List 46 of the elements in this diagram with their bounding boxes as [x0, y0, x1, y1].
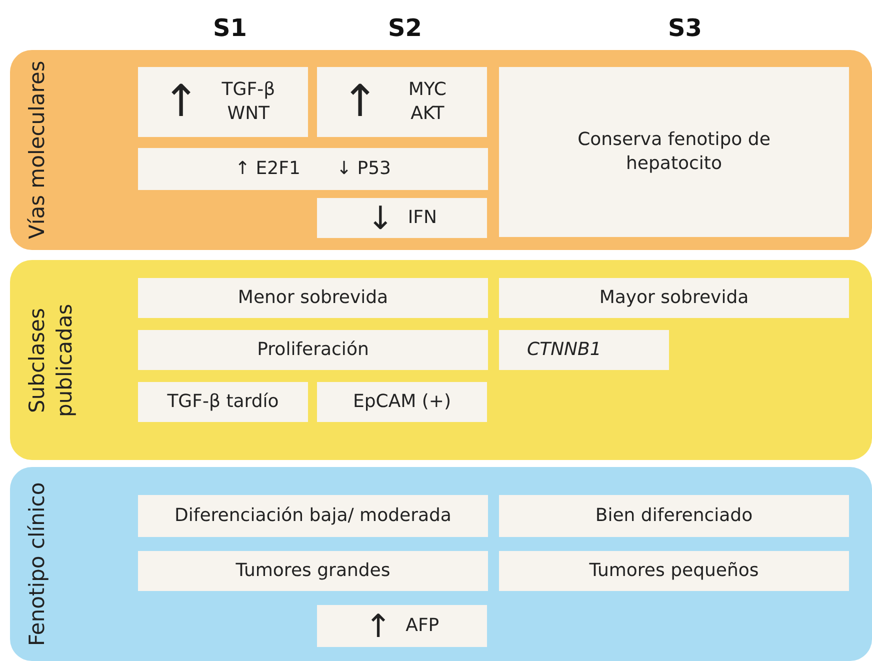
table-box	[138, 67, 308, 137]
table-box	[317, 382, 487, 422]
table-box	[499, 495, 849, 537]
column-header: S3	[668, 14, 702, 42]
table-box	[499, 67, 849, 237]
band-panel	[10, 467, 872, 661]
box-text: Tumores pequeños	[589, 558, 759, 583]
box-text: CTNNB1	[527, 338, 602, 362]
band-title: Vías moleculares	[24, 60, 50, 242]
table-box	[499, 551, 849, 591]
table-box	[317, 198, 487, 238]
table-box	[138, 330, 488, 370]
band-title: Subclases publicadas	[24, 302, 78, 419]
box-text: Diferenciación baja/ moderada	[174, 504, 452, 528]
table-box	[138, 278, 488, 318]
box-text: AFP	[406, 614, 440, 638]
table-box	[138, 495, 488, 537]
box-text: Mayor sobrevida	[599, 286, 749, 310]
band-title: Fenotipo clínico	[24, 481, 50, 648]
box-text: MYC AKT	[407, 78, 448, 126]
box-text: Menor sobrevida	[238, 286, 388, 310]
table-box	[138, 148, 488, 190]
table-box	[138, 382, 308, 422]
regulation-arrow: ↓	[367, 202, 394, 234]
column-header: S1	[213, 14, 247, 42]
regulation-arrow: ↑	[162, 80, 200, 124]
box-text: Conserva fenotipo de hepatocito	[576, 128, 772, 176]
table-box	[317, 605, 487, 647]
column-header: S2	[388, 14, 422, 42]
regulation-arrow: ↑	[364, 610, 392, 642]
box-text: ↑ E2F1	[235, 156, 300, 181]
regulation-arrow: ↑	[342, 80, 378, 124]
table-box	[499, 278, 849, 318]
box-text: Bien diferenciado	[595, 504, 753, 528]
band-panel	[10, 260, 872, 460]
box-text: TGF-β WNT	[220, 78, 276, 126]
table-box	[317, 67, 487, 137]
table-box	[138, 551, 488, 591]
box-text: Tumores grandes	[236, 558, 390, 583]
box-text: EpCAM (+)	[352, 390, 452, 414]
box-text: TGF-β tardío	[167, 390, 279, 414]
table-box	[499, 330, 669, 370]
box-text: IFN	[408, 206, 437, 230]
box-text: ↓ P53	[336, 156, 391, 181]
box-text: Proliferación	[257, 338, 369, 362]
band-panel	[10, 50, 872, 250]
